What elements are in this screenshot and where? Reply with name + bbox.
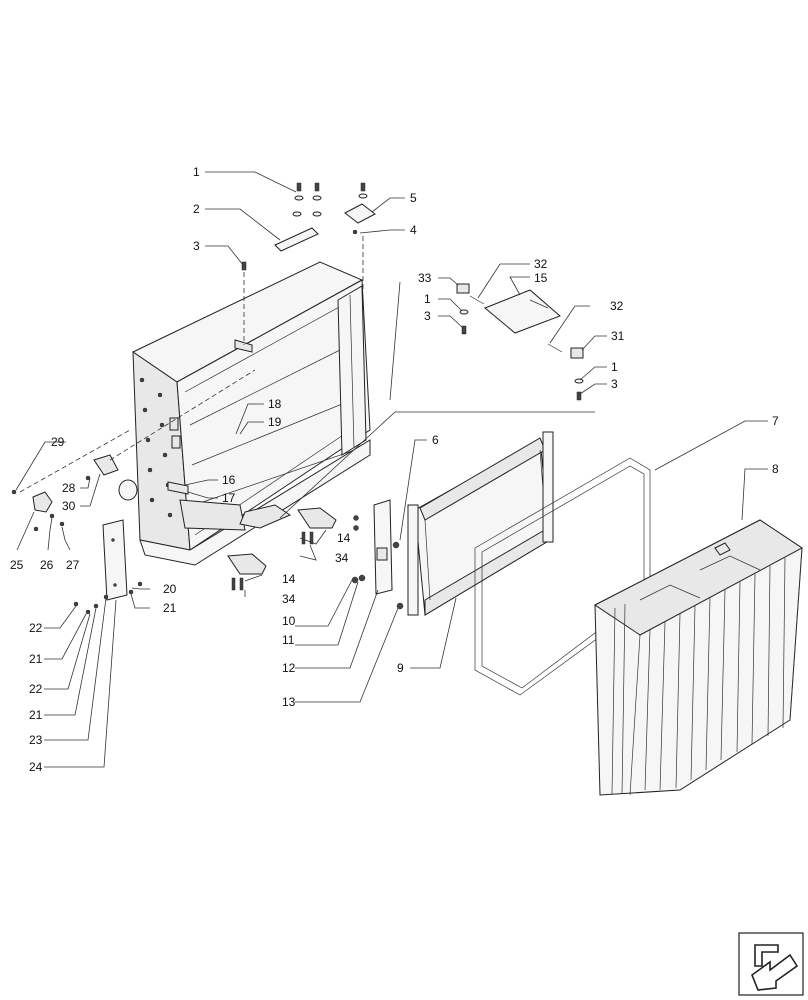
grille-screen	[594, 519, 803, 796]
callout-label: 25	[10, 558, 24, 572]
callout-label: 1	[611, 360, 618, 374]
callout-label: 24	[29, 760, 43, 774]
left-hardware	[11, 369, 256, 615]
callout-label: 22	[29, 621, 43, 635]
callout-label: 11	[282, 633, 295, 647]
next-page-arrow-icon[interactable]	[738, 932, 804, 996]
callout-label: 1	[424, 292, 431, 306]
clamp-hardware	[227, 504, 337, 591]
callout-label: 28	[62, 481, 76, 495]
callout-label: 7	[772, 414, 779, 428]
callout-label: 33	[418, 271, 432, 285]
callout-label: 19	[268, 415, 282, 429]
callout-labels: 1 2 3 5 4 32 15 33 1 3 32 31 1 3 18 19 7…	[10, 165, 779, 774]
callout-label: 17	[222, 491, 236, 505]
callout-label: 21	[29, 652, 43, 666]
callout-label: 21	[29, 708, 43, 722]
callout-label: 3	[424, 309, 431, 323]
callout-label: 4	[410, 223, 417, 237]
callout-label: 14	[337, 531, 351, 545]
callout-label: 13	[282, 695, 296, 709]
callout-label: 15	[534, 271, 548, 285]
callout-label: 12	[282, 661, 296, 675]
callout-label: 1	[193, 165, 200, 179]
top-hardware	[241, 182, 376, 345]
callout-label: 9	[397, 661, 404, 675]
callout-label: 34	[282, 592, 296, 606]
callout-label: 32	[610, 299, 624, 313]
callout-label: 32	[534, 257, 548, 271]
leader-lines	[15, 171, 768, 768]
callout-label: 26	[40, 558, 54, 572]
callout-label: 10	[282, 614, 296, 628]
callout-label: 30	[62, 499, 76, 513]
callout-label: 34	[335, 551, 349, 565]
callout-label: 18	[268, 397, 282, 411]
callout-label: 20	[163, 582, 177, 596]
callout-label: 8	[772, 462, 779, 476]
callout-label: 16	[222, 473, 236, 487]
callout-label: 31	[611, 329, 625, 343]
callout-label: 29	[51, 435, 65, 449]
mounting-bracket	[351, 499, 393, 595]
cooler-housing	[118, 261, 371, 566]
callout-label: 3	[193, 239, 200, 253]
callout-label: 6	[432, 433, 439, 447]
callout-label: 2	[193, 202, 200, 216]
callout-label: 22	[29, 682, 43, 696]
callout-label: 14	[282, 572, 296, 586]
callout-label: 21	[163, 601, 177, 615]
callout-label: 3	[611, 377, 618, 391]
callout-label: 5	[410, 191, 417, 205]
radiator-core	[392, 431, 554, 616]
cover-plate-assembly	[456, 283, 584, 401]
callout-label: 27	[66, 558, 80, 572]
callout-label: 23	[29, 733, 43, 747]
